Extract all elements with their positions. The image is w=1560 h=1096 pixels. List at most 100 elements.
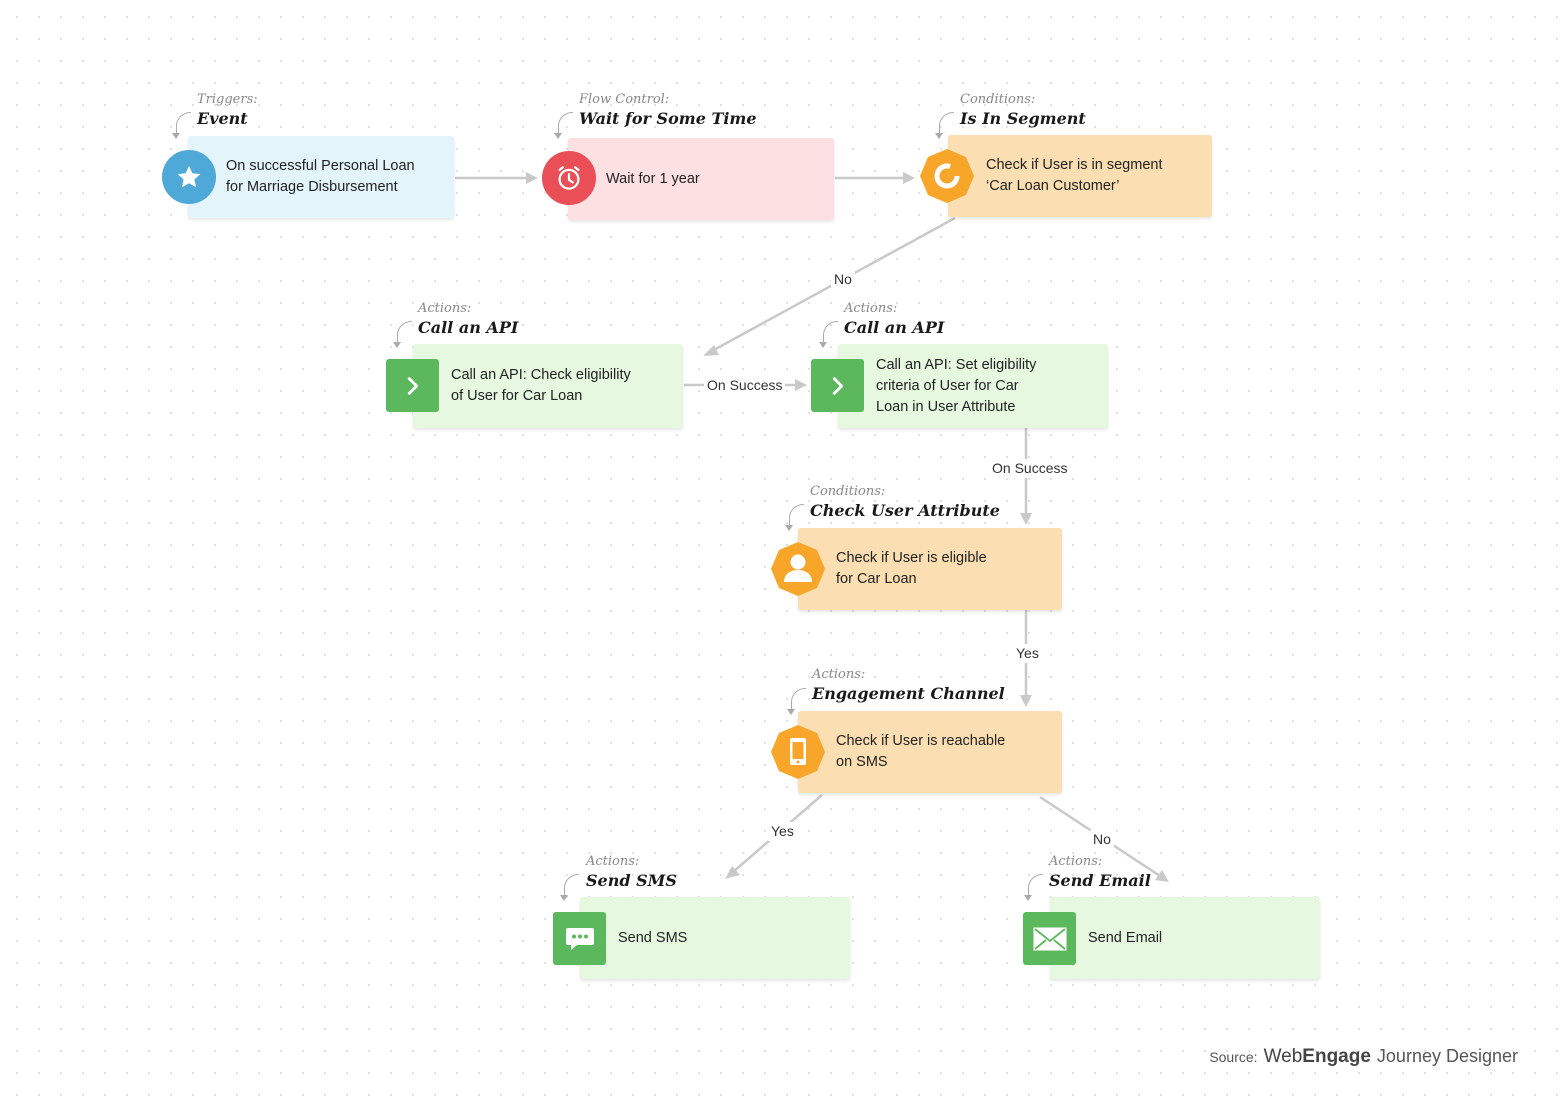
node-text-line: on SMS (836, 754, 888, 770)
node-type: Call an API (418, 318, 519, 337)
node-card-trigger[interactable]: On successful Personal Loan for Marriage… (188, 136, 454, 218)
brand-web: Web (1263, 1046, 1303, 1067)
envelope-icon (1023, 912, 1076, 965)
node-card-wait[interactable]: Wait for 1 year (568, 138, 834, 220)
node-category: Conditions: (810, 484, 886, 499)
node-text-line: Check if User is reachable (836, 733, 1006, 749)
node-header-segment: Conditions: Is In Segment (960, 91, 1086, 129)
node-text-line: Send Email (1088, 929, 1163, 946)
source-label: Source: (1209, 1049, 1258, 1065)
node-category: Actions: (812, 667, 866, 682)
edge-label-channel-no: No (1090, 830, 1114, 849)
node-text-line: Call an API: Set eligibility (876, 356, 1037, 373)
edge-label-api-on-success: On Success (704, 376, 786, 395)
chevron-right-icon (386, 359, 439, 412)
edge-label-segment-no: No (831, 270, 855, 289)
node-header-wait: Flow Control: Wait for Some Time (579, 91, 757, 129)
node-card-email[interactable]: Send Email (1050, 897, 1320, 979)
node-text: Wait for 1 year (568, 169, 714, 190)
arrowhead-channel-email (1155, 870, 1169, 882)
edge-label-api-set-on-success: On Success (989, 459, 1071, 478)
node-text-line: ‘Car Loan Customer’ (986, 178, 1120, 194)
node-card-segment[interactable]: Check if User is in segment ‘Car Loan Cu… (948, 135, 1212, 217)
node-category: Actions: (418, 301, 472, 316)
node-text-line: for Marriage Disbursement (226, 179, 398, 195)
header-hook (935, 112, 954, 139)
node-type: Send SMS (586, 871, 677, 890)
arrowhead-wait-segment (903, 172, 915, 184)
node-category: Actions: (1049, 854, 1103, 869)
node-header-api-check: Actions: Call an API (418, 300, 518, 338)
mobile-phone-icon (770, 724, 826, 780)
node-category: Actions: (844, 301, 898, 316)
node-category: Actions: (586, 854, 640, 869)
brand-engage: Engage (1302, 1046, 1371, 1067)
node-type: Call an API (844, 318, 945, 337)
header-hook (560, 874, 579, 901)
node-card-channel[interactable]: Check if User is reachable on SMS (798, 711, 1062, 793)
arrowhead-trigger-wait (526, 172, 538, 184)
node-type: Is In Segment (960, 109, 1086, 128)
user-icon (770, 541, 826, 597)
node-text: Send Email (1050, 928, 1176, 949)
node-text-line: Wait for 1 year (606, 170, 700, 187)
node-text-line: On successful Personal Loan (226, 158, 415, 174)
chevron-right-icon (811, 359, 864, 412)
node-type: Engagement Channel (812, 684, 1005, 703)
edge-label-channel-yes: Yes (768, 822, 797, 841)
chat-bubble-icon (553, 912, 606, 965)
product-name: Journey Designer (1376, 1046, 1518, 1066)
node-text-line: for Car Loan (836, 571, 917, 587)
segment-ring-icon (919, 148, 975, 204)
node-text-line: Loan in User Attribute (876, 398, 1016, 415)
node-text-line: Check if User is eligible (836, 550, 987, 566)
node-type: Wait for Some Time (579, 109, 757, 128)
arrowhead-attribute-channel (1020, 695, 1032, 707)
node-header-sms: Actions: Send SMS (586, 853, 677, 891)
edge-label-attribute-yes: Yes (1013, 644, 1042, 663)
arrowhead-channel-sms (725, 866, 740, 879)
node-category: Triggers: (197, 92, 258, 107)
node-text: Call an API: Set eligibility criteria of… (838, 355, 1050, 418)
node-header-channel: Actions: Engagement Channel (812, 666, 1005, 704)
node-text: Check if User is eligible for Car Loan (798, 548, 1001, 590)
header-hook (787, 688, 806, 715)
source-footer: Source: WebEngage Journey Designer (1209, 1046, 1518, 1068)
header-hook (785, 504, 804, 531)
arrowhead-api-set-attribute (1020, 513, 1032, 525)
node-text-line: Send SMS (618, 929, 688, 946)
node-text: Call an API: Check eligibility of User f… (413, 365, 645, 407)
arrowhead-segment-api-check (703, 345, 719, 356)
node-text: On successful Personal Loan for Marriage… (188, 156, 429, 198)
node-header-api-set: Actions: Call an API (844, 300, 944, 338)
node-text-line: Call an API: Check eligibility (451, 367, 631, 383)
node-header-email: Actions: Send Email (1049, 853, 1151, 891)
node-type: Check User Attribute (810, 501, 1000, 520)
node-type: Event (197, 109, 248, 128)
header-hook (819, 321, 838, 348)
node-type: Send Email (1049, 871, 1151, 890)
header-hook (393, 321, 412, 348)
node-category: Conditions: (960, 92, 1036, 107)
header-hook (1024, 874, 1043, 901)
brand-logo: WebEngage (1264, 1046, 1371, 1068)
node-text-line: of User for Car Loan (451, 388, 583, 404)
arrowhead-api-check-api-set (795, 379, 807, 391)
star-icon (162, 150, 216, 204)
node-header-attribute: Conditions: Check User Attribute (810, 483, 1000, 521)
node-category: Flow Control: (579, 92, 670, 107)
node-text: Check if User is in segment ‘Car Loan Cu… (948, 155, 1176, 197)
node-card-api-check[interactable]: Call an API: Check eligibility of User f… (413, 344, 683, 428)
node-card-api-set[interactable]: Call an API: Set eligibility criteria of… (838, 344, 1108, 428)
header-hook (554, 112, 573, 139)
node-text: Check if User is reachable on SMS (798, 731, 1019, 773)
node-text-line: criteria of User for Car (876, 377, 1019, 394)
node-card-attribute[interactable]: Check if User is eligible for Car Loan (798, 528, 1062, 610)
node-card-sms[interactable]: Send SMS (580, 897, 850, 979)
node-text-line: Check if User is in segment (986, 157, 1163, 173)
node-header-trigger: Triggers: Event (197, 91, 258, 129)
node-text: Send SMS (580, 928, 701, 949)
clock-icon (542, 151, 596, 205)
header-hook (172, 112, 191, 139)
